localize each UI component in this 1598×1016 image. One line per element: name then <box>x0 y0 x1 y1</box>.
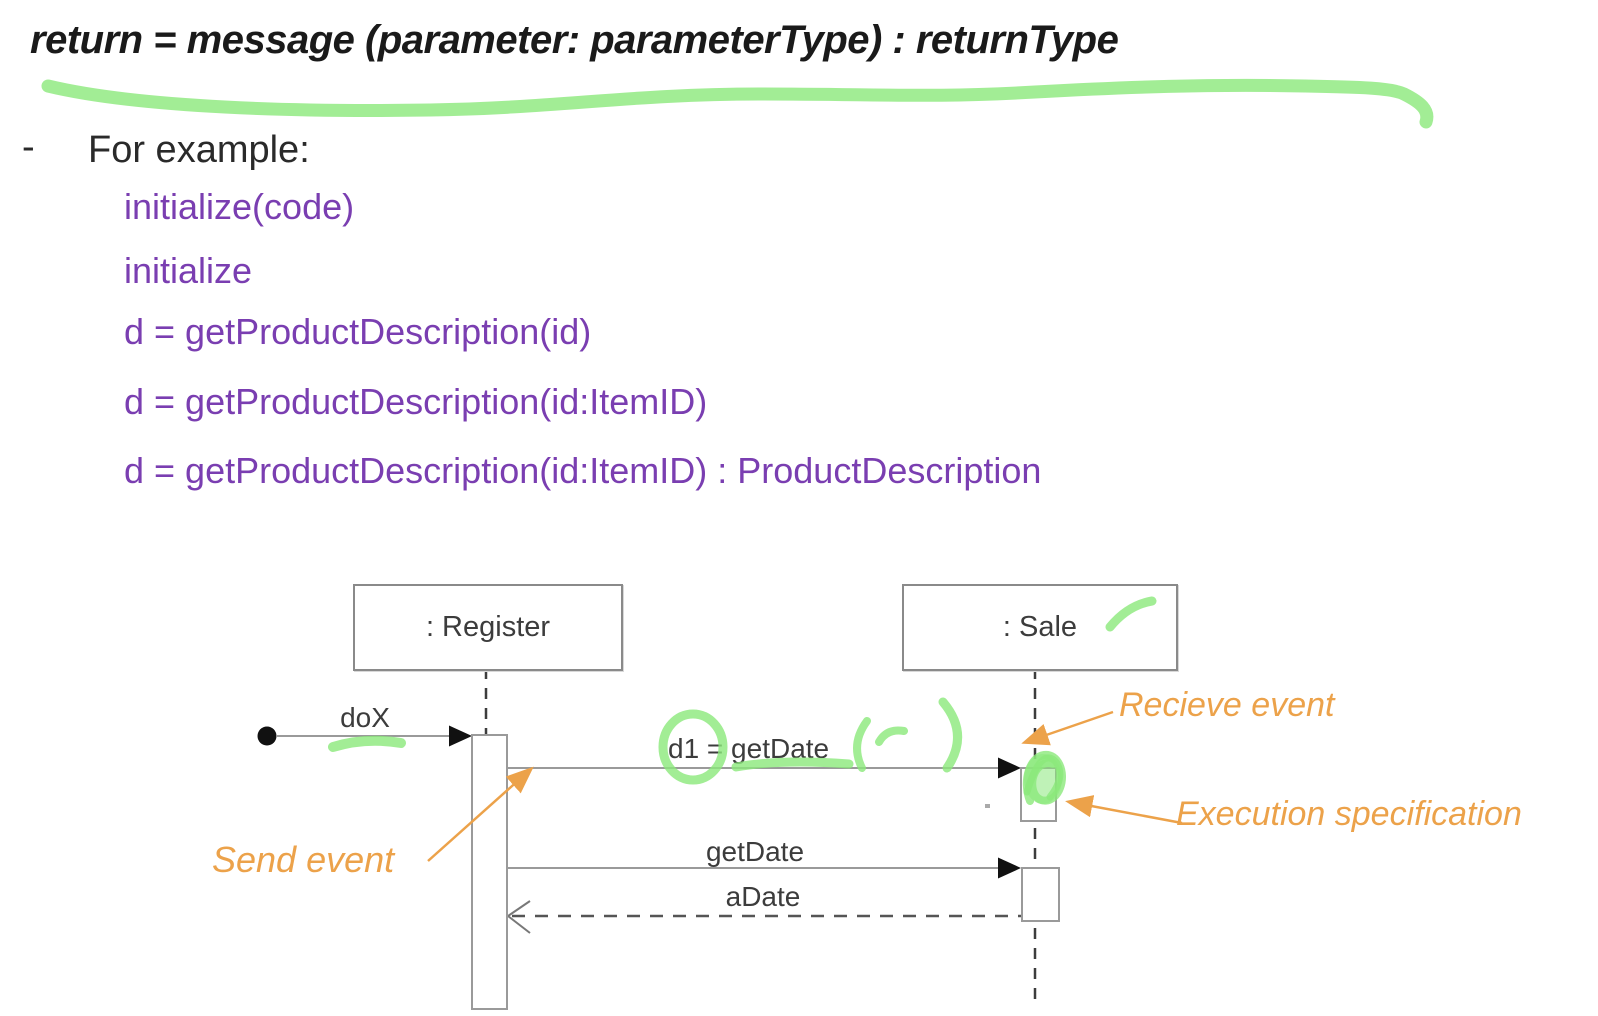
lifeline-box-register: : Register <box>353 584 623 671</box>
annotation-recieve-event: Recieve event <box>1119 686 1335 724</box>
bullet-label: For example: <box>88 129 310 171</box>
execution-spec-arrow-icon <box>1065 795 1183 825</box>
page-title: return = message (parameter: parameterTy… <box>30 18 1119 62</box>
highlight-tick-mark <box>875 726 908 746</box>
example-line: d = getProductDescription(id:ItemID) : P… <box>124 450 1042 491</box>
highlight-title-underline <box>41 78 1434 129</box>
message-label-dox: doX <box>340 702 390 733</box>
example-line: initialize <box>124 250 253 291</box>
highlight-dox-underline <box>328 735 406 752</box>
open-arrowhead-adate-icon <box>506 900 531 934</box>
execution-spec-sale-1 <box>1020 767 1057 822</box>
example-line: d = getProductDescription(id:ItemID) <box>124 381 708 422</box>
message-label-d1-getdate: d1 = getDate <box>668 733 830 764</box>
example-line: d = getProductDescription(id) <box>124 311 592 352</box>
bullet-marker: - <box>22 126 35 168</box>
execution-spec-sale-2 <box>1021 867 1060 922</box>
message-label-adate: aDate <box>725 881 801 912</box>
annotation-send-event: Send event <box>212 839 395 880</box>
example-line: initialize(code) <box>124 186 355 227</box>
arrowhead-getdate-icon <box>998 857 1021 879</box>
highlight-open-paren <box>853 717 871 772</box>
found-message-circle-icon <box>257 726 277 746</box>
message-label-getdate: getDate <box>705 836 805 867</box>
stray-dot <box>985 804 990 808</box>
arrowhead-d1-getdate-icon <box>998 757 1021 779</box>
lifeline-box-sale: : Sale <box>902 584 1178 671</box>
recieve-event-arrow-icon <box>1021 710 1114 746</box>
highlight-close-paren <box>938 697 963 773</box>
lifeline-name-register: : Register <box>425 611 551 643</box>
lifeline-name-sale: : Sale <box>1002 611 1078 643</box>
annotation-execution-specification: Execution specification <box>1176 795 1522 833</box>
arrowhead-dox-icon <box>449 725 472 747</box>
activation-bar-register <box>471 734 508 1010</box>
